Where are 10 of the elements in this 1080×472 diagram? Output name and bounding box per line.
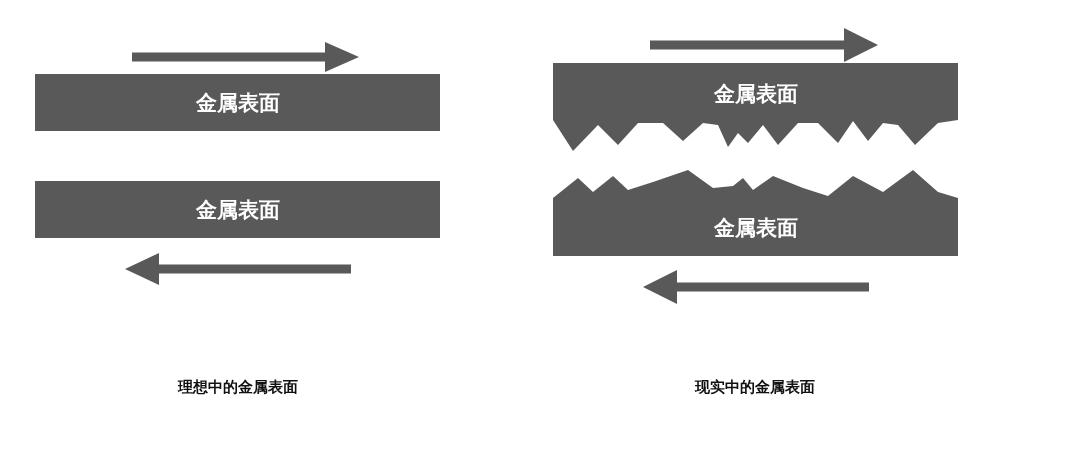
- surface-label: 金属表面: [713, 216, 798, 240]
- metal-surface-block: [35, 181, 440, 238]
- metal-surface-block: [553, 170, 958, 256]
- caption: 现实中的金属表面: [695, 378, 815, 397]
- caption: 理想中的金属表面: [178, 378, 298, 397]
- surface-label: 金属表面: [195, 198, 280, 222]
- metal-surface-block: [553, 63, 958, 153]
- surface-label: 金属表面: [713, 82, 798, 106]
- surface-label: 金属表面: [195, 91, 280, 115]
- metal-surface-block: [35, 74, 440, 131]
